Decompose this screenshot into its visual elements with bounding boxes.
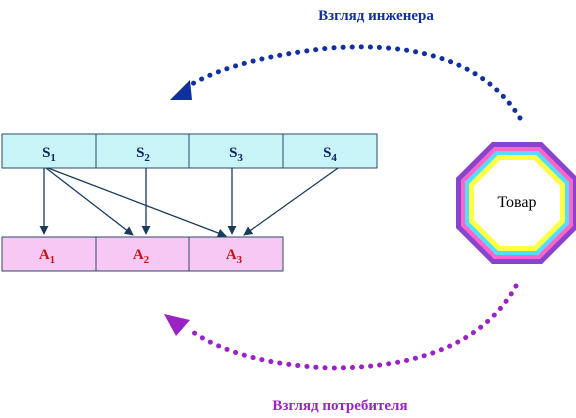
arrow-s1-a3 (47, 167, 227, 238)
engineer-view-arrowhead (170, 80, 192, 100)
arrow-s4-a3 (243, 167, 339, 236)
s-cell-3: S3 (229, 145, 243, 164)
engineer-view-label: Взгляд инженера (318, 8, 434, 24)
s-cell-2: S2 (136, 145, 150, 164)
a-cell-3: A3 (226, 247, 243, 266)
consumer-view-arc (187, 283, 519, 371)
s-to-a-arrows (39, 167, 339, 238)
s-cell-4: S4 (323, 145, 337, 164)
arrow-s1-a2 (45, 167, 134, 236)
consumer-view-label: Взгляд потребителя (272, 398, 407, 414)
s-cell-1: S1 (42, 145, 56, 164)
product-label: Товар (497, 194, 536, 211)
product-octagon: Товар (456, 142, 576, 264)
a-cell-2: A2 (133, 247, 150, 266)
a-cell-1: A1 (39, 247, 55, 266)
a-row-box (1, 236, 284, 272)
engineer-view-arc (189, 44, 523, 121)
s-row: S1 S2 S3 S4 (1, 133, 378, 169)
a-row: A1 A2 A3 (1, 236, 284, 272)
octagon-center (474, 160, 560, 246)
consumer-view-arrowhead (164, 314, 190, 336)
